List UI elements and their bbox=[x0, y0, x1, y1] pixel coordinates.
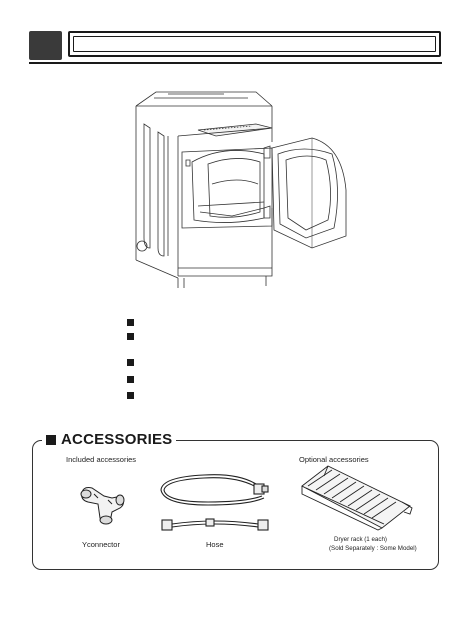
hose-icon bbox=[160, 474, 269, 531]
dryer-rack-note: (Sold Separately : Some Model) bbox=[329, 545, 417, 552]
bullet-marker bbox=[127, 392, 134, 399]
hose-label: Hose bbox=[206, 540, 224, 549]
included-accessories-label: Included accessories bbox=[66, 455, 137, 464]
optional-accessories-label: Optional accessories bbox=[299, 455, 369, 464]
y-connector-label: Yconnector bbox=[82, 540, 120, 549]
title-bar bbox=[68, 31, 441, 57]
y-connector-icon bbox=[80, 487, 125, 525]
title-underline bbox=[29, 62, 442, 64]
accessories-heading: ACCESSORIES bbox=[42, 431, 177, 448]
bullet-marker bbox=[127, 376, 134, 383]
accessories-box bbox=[32, 440, 439, 570]
section-marker-square bbox=[29, 31, 62, 60]
bullet-marker bbox=[127, 359, 134, 366]
dryer-rack-icon bbox=[301, 465, 413, 531]
accessories-title: ACCESSORIES bbox=[61, 431, 173, 448]
bullet-marker bbox=[127, 333, 134, 340]
dryer-illustration bbox=[135, 91, 347, 288]
heading-square-icon bbox=[46, 434, 56, 445]
dryer-rack-label: Dryer rack (1 each) bbox=[334, 536, 387, 543]
bullet-marker bbox=[127, 319, 134, 326]
